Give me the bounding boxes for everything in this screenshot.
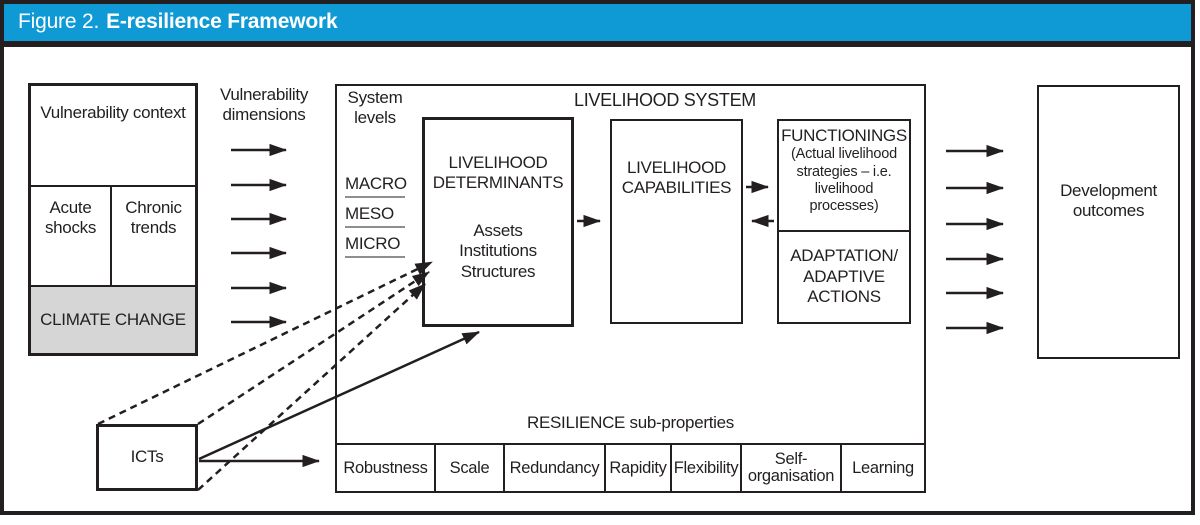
climate-change-cell: CLIMATE CHANGE <box>31 287 195 353</box>
determinant-structures: Structures <box>460 261 536 281</box>
determinant-institutions: Institutions <box>459 241 537 261</box>
subproperty-learning: Learning <box>852 458 914 477</box>
system-levels-list: MACRO MESO MICRO <box>345 175 407 265</box>
functionings-box: FUNCTIONINGS (Actual livelihood strategi… <box>777 119 911 324</box>
vulnerability-dimension-arrows <box>231 143 288 329</box>
subproperty-robustness: Robustness <box>337 445 436 491</box>
shocks-trends-row: Acute shocks Chronic trends <box>31 187 195 287</box>
determinant-assets: Assets <box>473 220 523 240</box>
level-macro: MACRO <box>345 175 407 198</box>
chronic-trends-cell: Chronic trends <box>125 198 182 238</box>
livelihood-determinants-box: LIVELIHOOD DETERMINANTS Assets Instituti… <box>422 117 574 327</box>
level-meso: MESO <box>345 205 405 228</box>
resilience-subproperties-row: Robustness Scale Redundancy Rapidity Fle… <box>335 443 926 493</box>
level-micro: MICRO <box>345 235 405 258</box>
system-levels-label: System levels <box>347 88 403 128</box>
figure-number-label: Figure 2. <box>18 10 100 33</box>
vulnerability-context-label: Vulnerability context <box>31 86 195 187</box>
functionings-title: FUNCTIONINGS <box>781 126 907 145</box>
icts-box: ICTs <box>96 424 198 491</box>
figure-title: E-resilience Framework <box>106 10 338 33</box>
livelihood-capabilities-box: LIVELIHOOD CAPABILITIES <box>610 119 743 324</box>
vulnerability-context-box: Vulnerability context Acute shocks Chron… <box>28 83 198 356</box>
livelihood-system-title: LIVELIHOOD SYSTEM <box>574 90 756 110</box>
resilience-subproperties-label: RESILIENCE sub-properties <box>527 413 734 432</box>
subproperty-flexibility: Flexibility <box>672 445 742 491</box>
development-outcomes-box: Development outcomes <box>1037 85 1180 359</box>
functionings-subtitle: (Actual livelihood strategies – i.e. liv… <box>790 146 897 214</box>
adaptation-actions-cell: ADAPTATION/ ADAPTIVE ACTIONS <box>790 246 898 307</box>
determinants-items: Assets Institutions Structures <box>425 221 571 282</box>
subproperty-self-organisation: Self-organisation <box>742 445 842 491</box>
subproperty-rapidity: Rapidity <box>606 445 672 491</box>
subproperty-redundancy: Redundancy <box>505 445 606 491</box>
determinants-title: LIVELIHOOD DETERMINANTS <box>432 153 564 193</box>
acute-shocks-cell: Acute shocks <box>31 187 112 285</box>
subproperty-scale: Scale <box>436 445 505 491</box>
functionings-cell: FUNCTIONINGS (Actual livelihood strategi… <box>779 121 909 232</box>
vulnerability-dimensions-label: Vulnerability dimensions <box>219 85 309 125</box>
figure-title-bar: Figure 2. E-resilience Framework <box>4 3 1191 47</box>
development-outcome-arrows <box>946 144 1005 335</box>
